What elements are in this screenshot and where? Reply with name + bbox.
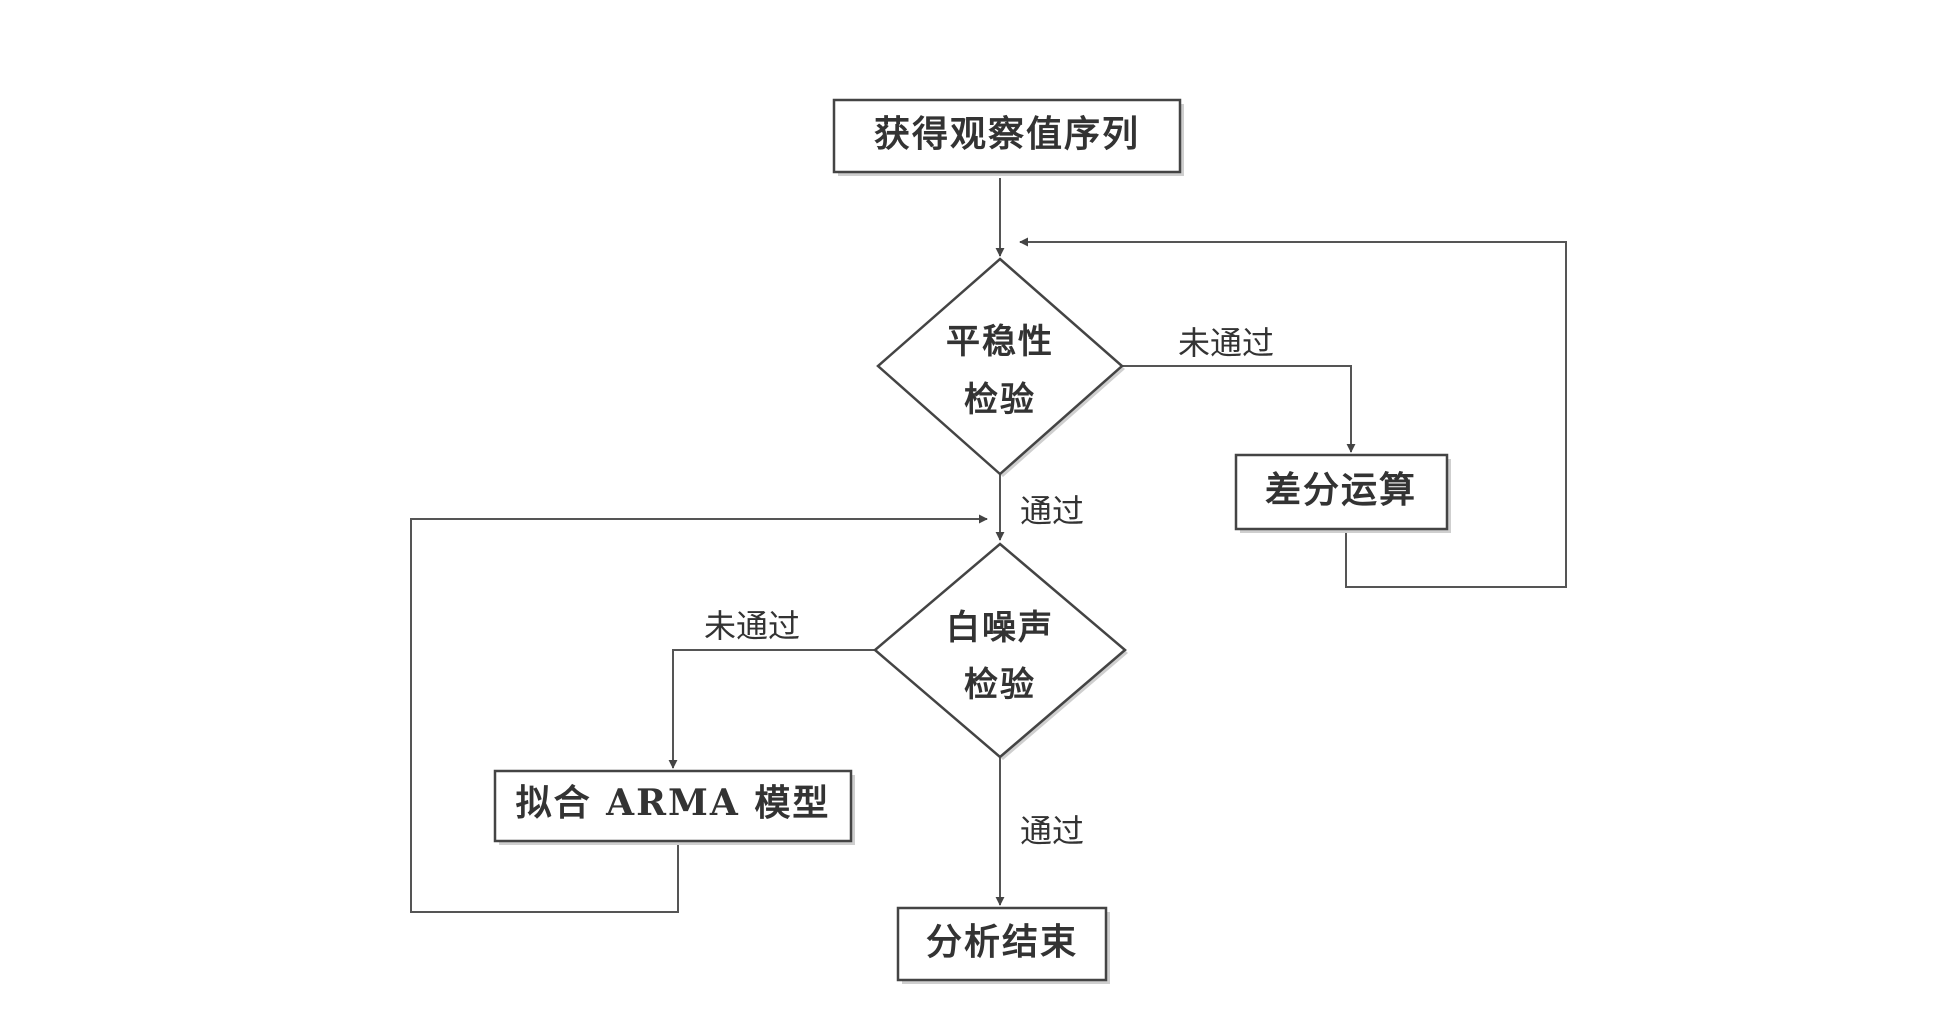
node-start: 获得观察值序列 xyxy=(832,98,1184,176)
node-fit-model-label: 拟合 ARMA 模型 xyxy=(516,782,831,824)
node-stationarity-test: 平稳性 检验 xyxy=(876,257,1125,477)
label-stationarity-fail: 未通过 xyxy=(1178,324,1274,362)
node-fit-model: 拟合 ARMA 模型 xyxy=(493,769,855,845)
node-stationarity-line2: 检验 xyxy=(964,380,1036,420)
label-white-noise-pass: 通过 xyxy=(1020,812,1084,850)
edge-difference-loop-back xyxy=(1019,237,1567,588)
node-end: 分析结束 xyxy=(896,906,1110,984)
edge-stationarity-to-difference xyxy=(1122,365,1356,453)
node-white-noise-line1: 白噪声 xyxy=(946,608,1054,648)
node-stationarity-line1: 平稳性 xyxy=(946,322,1054,362)
node-end-label: 分析结束 xyxy=(926,921,1078,963)
label-white-noise-fail: 未通过 xyxy=(704,607,800,645)
label-stationarity-pass: 通过 xyxy=(1020,492,1084,530)
node-white-noise-test: 白噪声 检验 xyxy=(873,542,1128,760)
node-difference: 差分运算 xyxy=(1234,453,1451,533)
edge-white-noise-to-fit-model xyxy=(668,649,878,769)
node-start-label: 获得观察值序列 xyxy=(874,113,1140,155)
node-difference-label: 差分运算 xyxy=(1265,469,1417,511)
edge-fit-model-loop-back xyxy=(410,514,988,913)
node-white-noise-line2: 检验 xyxy=(964,665,1036,705)
edges xyxy=(410,178,1567,913)
